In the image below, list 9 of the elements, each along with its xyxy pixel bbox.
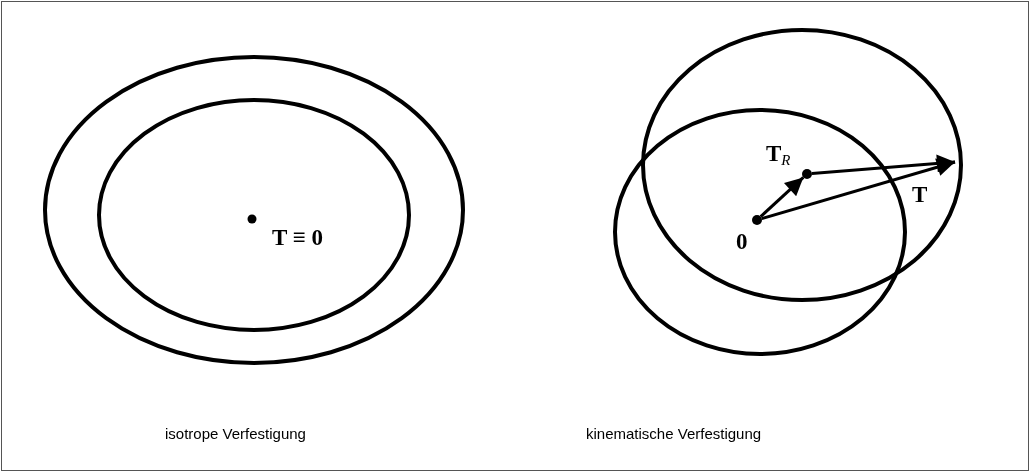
formula-label: T ≡ 0 (272, 226, 324, 249)
caption-text: kinematische Verfestigung (586, 426, 762, 441)
vector-point (752, 215, 762, 225)
caption-text: isotrope Verfestigung (165, 426, 306, 441)
point-label: T$_{R}$ (766, 142, 791, 165)
vector-point (802, 169, 812, 179)
point-label: 0 (736, 230, 748, 253)
arrow (761, 158, 956, 221)
arrow (759, 176, 805, 218)
